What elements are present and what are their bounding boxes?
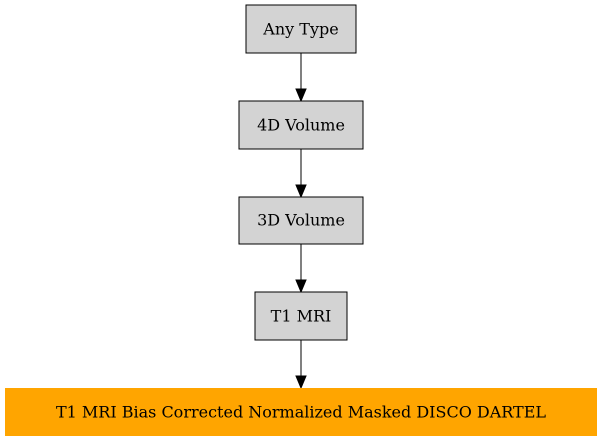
node-3d-volume-box [238,196,364,245]
node-t1-mri-label: T1 MRI [271,307,332,326]
edge-t1-mri-to-t1-mri-bias-corrected [295,340,307,390]
node-t1-mri-bias-corrected-label: T1 MRI Bias Corrected Normalized Masked … [56,403,546,422]
edge-any-type-to-4d-volume [295,53,307,103]
node-4d-volume-box [238,100,364,150]
node-t1-mri: T1 MRI [254,291,348,341]
node-any-type: Any Type [245,4,357,54]
node-any-type-box [245,4,357,54]
node-t1-mri-bias-corrected-box [5,388,597,436]
node-t1-mri-bias-corrected: T1 MRI Bias Corrected Normalized Masked … [5,388,597,436]
node-3d-volume: 3D Volume [238,196,364,245]
edge-4d-volume-to-3d-volume [295,149,307,199]
node-any-type-label: Any Type [262,20,338,39]
edge-3d-volume-to-t1-mri [295,244,307,294]
node-4d-volume: 4D Volume [238,100,364,150]
node-3d-volume-label: 3D Volume [257,211,345,230]
node-t1-mri-box [254,291,348,341]
node-4d-volume-label: 4D Volume [257,116,345,135]
